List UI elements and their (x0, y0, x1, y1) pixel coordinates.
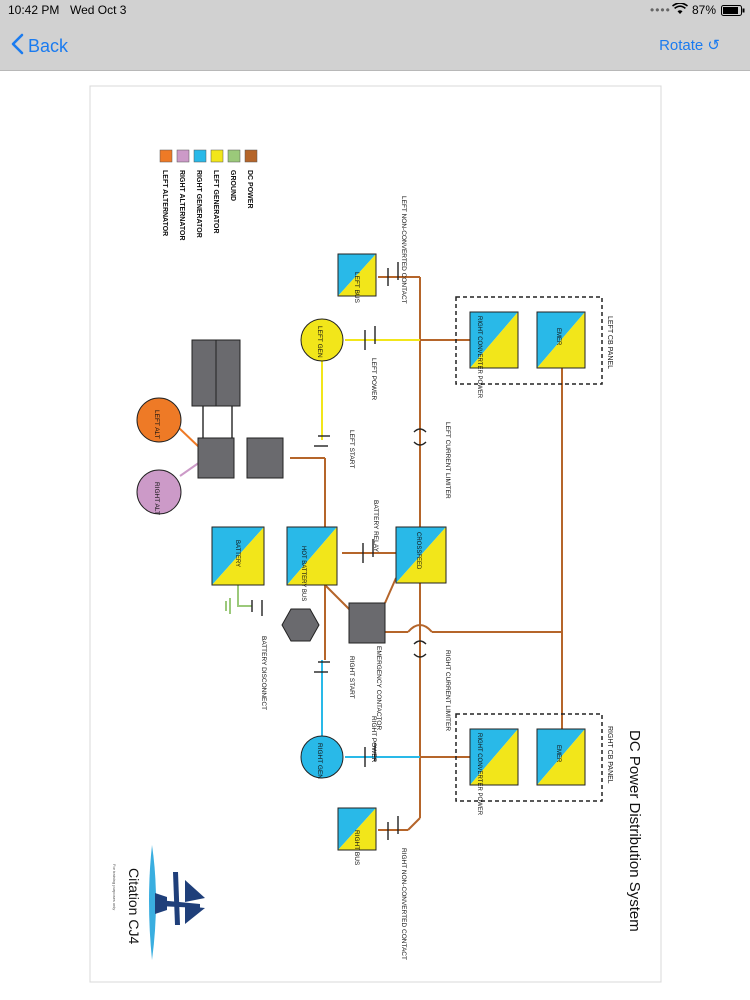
back-label: Back (28, 35, 69, 56)
ground-wiring (225, 585, 252, 614)
signal-dots-icon: •••• (650, 3, 671, 17)
left-emer-box (536, 311, 586, 369)
battery-relay-label: BATTERY RELAY (372, 500, 379, 553)
logo-text: Citation CJ4 (126, 868, 142, 944)
left-bus-label: LEFT BUS (353, 272, 360, 304)
legend-label-1: GROUND (229, 170, 236, 201)
legend-swatch-5 (159, 149, 173, 163)
hexagon-device (281, 608, 320, 642)
rotate-button[interactable]: Rotate ↺ (659, 37, 720, 54)
battery-box (211, 526, 265, 586)
crossfeed-box (395, 526, 447, 584)
right-alt-label: RIGHT ALT (153, 482, 160, 515)
legend-swatch-3 (193, 149, 207, 163)
right-start-label: RIGHT START (348, 656, 355, 699)
left-nonconv-label: LEFT NON-CONVERTED CONTACT (400, 196, 407, 304)
battery-label: BATTERY (234, 540, 240, 567)
legend-swatch-2 (210, 149, 224, 163)
battery-percent: 87% (692, 3, 717, 17)
legend-label-3: RIGHT GENERATOR (195, 170, 202, 238)
legend: DC POWER GROUND LEFT GENERATOR RIGHT GENERA… (159, 149, 258, 241)
charger-device (246, 437, 284, 479)
right-cb-panel-label: RIGHT CB PANEL (606, 726, 613, 784)
legend-swatch-0 (244, 149, 258, 163)
legend-label-5: LEFT ALTERNATOR (161, 170, 168, 236)
left-emer-label: EMER (555, 328, 561, 346)
left-limiter-label: LEFT CURRENT LIMITER (444, 422, 451, 499)
status-time: 10:42 PM (8, 3, 60, 17)
bus-boxes (211, 253, 586, 851)
left-alt-label: LEFT ALT (153, 410, 160, 439)
hot-battery-bus-label: HOT BATTERY BUS (300, 546, 306, 601)
right-current-limiter-icon (413, 640, 427, 658)
left-gen-circle (300, 318, 344, 362)
left-generator-wiring (321, 339, 420, 440)
left-start-label: LEFT START (348, 430, 355, 468)
right-alt-circle (136, 469, 182, 515)
right-bus-label: RIGHT BUS (353, 830, 360, 866)
document-viewer[interactable]: DC POWER GROUND LEFT GENERATOR RIGHT GENERA… (0, 71, 750, 1000)
logo-swoosh-icon (149, 845, 156, 960)
right-emer-label: EMER (555, 745, 561, 763)
right-gen-label: RIGHT GEN (316, 743, 323, 779)
crossfeed-label: CROSSFEED (415, 532, 421, 570)
airplane-icon (155, 872, 205, 925)
left-cb-panel-label: LEFT CB PANEL (606, 316, 613, 369)
wifi-icon (672, 2, 688, 18)
right-converter-box (469, 728, 519, 786)
navigation-bar: Back Rotate ↺ (0, 22, 750, 71)
right-bus-box (337, 807, 377, 851)
legend-label-4: RIGHT ALTERNATOR (178, 170, 185, 241)
right-gen-circle (300, 735, 344, 779)
right-emer-box (536, 728, 586, 786)
battery-disconnect-label: BATTERY DISCONNECT (260, 636, 267, 710)
left-cb-panel (455, 296, 603, 385)
legend-swatch-4 (176, 149, 190, 163)
battery-icon (721, 5, 745, 19)
right-converter-label: RIGHT CONVERTER POWER (476, 733, 482, 816)
logo-fine-print: For training purposes only (112, 864, 117, 910)
right-cb-panel (455, 713, 603, 802)
left-power-label: LEFT POWER (370, 358, 377, 400)
legend-label-2: LEFT GENERATOR (212, 170, 219, 234)
dc-power-diagram: DC POWER GROUND LEFT GENERATOR RIGHT GENERA… (89, 85, 662, 983)
right-power-label: RIGHT POWER (370, 716, 377, 763)
emergency-contactor-device (348, 602, 386, 644)
left-converter-box (469, 311, 519, 369)
legend-label-0: DC POWER (246, 170, 253, 209)
status-date: Wed Oct 3 (70, 3, 127, 17)
hot-battery-bus-box (286, 526, 338, 586)
right-limiter-label: RIGHT CURRENT LIMITER (444, 650, 451, 731)
chevron-left-icon (10, 33, 24, 60)
emergency-contactor-label: EMERGENCY CONTACTOR (375, 646, 382, 730)
left-gen-label: LEFT GEN (316, 326, 323, 358)
right-nonconv-label: RIGHT NON-CONVERTED CONTACT (400, 848, 407, 960)
left-alt-circle (136, 397, 182, 443)
switch-contacts (251, 262, 399, 840)
status-bar: 10:42 PM Wed Oct 3 •••• 87% (0, 0, 750, 22)
alternator-controller-device (197, 437, 235, 479)
left-converter-label: RIGHT CONVERTER POWER (476, 316, 482, 399)
left-bus-box (337, 253, 377, 297)
right-generator-wiring (321, 660, 420, 758)
legend-swatch-1 (227, 149, 241, 163)
back-button[interactable]: Back (10, 32, 68, 60)
diagram-title: DC Power Distribution System (626, 730, 643, 932)
starter-generator-device (191, 339, 217, 407)
citation-cj4-logo: Citation CJ4 For training purposes only (112, 845, 205, 960)
left-current-limiter-icon (413, 428, 427, 446)
